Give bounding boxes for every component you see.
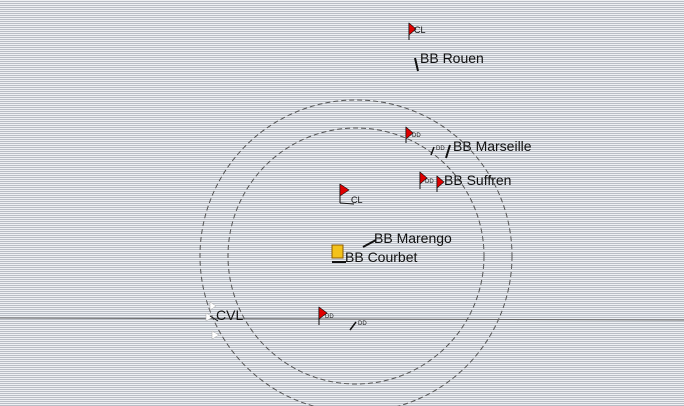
bb-rouen-label[interactable]: BB Rouen [420,50,484,66]
bb-suffren-label[interactable]: BB Suffren [444,172,512,188]
aircraft-icon[interactable] [205,301,220,340]
red-flag-icon[interactable] [408,22,417,40]
ship-icon[interactable] [414,57,419,72]
cl-north-label: CL [414,25,426,35]
bb-courbet-label[interactable]: BB Courbet [345,249,418,265]
red-flag-icon[interactable] [318,306,328,325]
bb-suffren-dd-label: DD [425,179,434,185]
bb-marengo-label[interactable]: BB Marengo [374,230,452,246]
bb-marseille-dd-label: DD [436,146,445,152]
outer-range-ring [199,99,513,406]
bb-marseille-label[interactable]: BB Marseille [453,138,532,154]
cvl-label[interactable]: CVL [216,307,244,323]
horizon-line [0,317,684,321]
red-flag-icon[interactable] [339,183,355,205]
selected-ship-icon[interactable] [331,244,346,263]
ship-icon[interactable] [362,239,377,248]
dd-south-label: DD [325,314,334,320]
red-flag-icon[interactable] [405,126,414,143]
dd-south-east-label: DD [358,321,367,327]
ship-icon[interactable] [430,144,451,159]
cl-center-label: CL [351,195,363,205]
ship-icon[interactable] [349,321,357,331]
dd-north-label: DD [412,133,421,139]
inner-range-ring [227,127,485,385]
red-flag-icon[interactable] [419,171,445,192]
